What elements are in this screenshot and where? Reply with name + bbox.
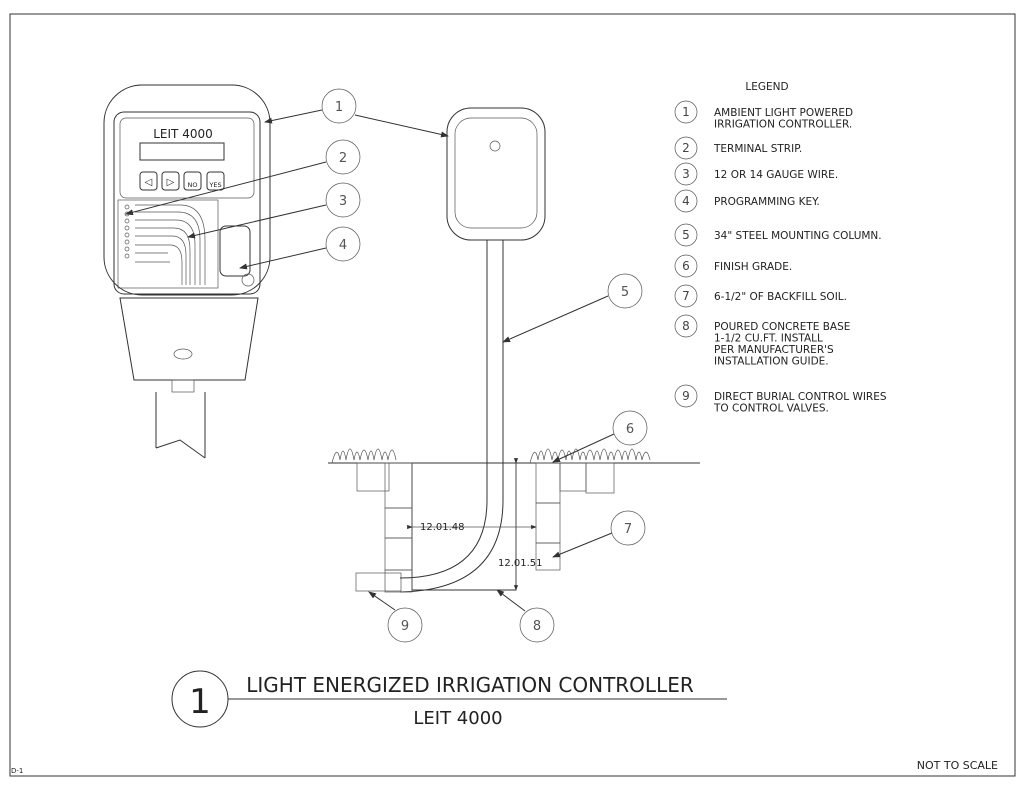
- legend-number: 7: [682, 289, 690, 303]
- legend-number: 5: [682, 228, 690, 242]
- callout-8: 8: [519, 607, 555, 643]
- legend-number: 2: [682, 141, 690, 155]
- no-button: NO: [188, 181, 198, 189]
- callouts: 1 2 3 4 5 6 7 8 9: [125, 88, 648, 643]
- terminal-area: [117, 199, 219, 289]
- legend-text: TERMINAL STRIP.: [713, 143, 802, 155]
- legend-text: 6-1/2" OF BACKFILL SOIL.: [714, 291, 847, 303]
- legend-item: 2 TERMINAL STRIP.: [674, 136, 802, 160]
- legend-text: PROGRAMMING KEY.: [714, 196, 820, 208]
- grass: [331, 448, 651, 464]
- legend-number: 6: [682, 259, 690, 273]
- legend-number-circle: [674, 162, 698, 186]
- legend-text: AMBIENT LIGHT POWERED: [714, 107, 853, 119]
- legend-text: POURED CONCRETE BASE: [714, 321, 850, 333]
- legend-item: 3 12 OR 14 GAUGE WIRE.: [674, 162, 838, 186]
- callout-1: 1: [321, 88, 357, 124]
- legend-number-circle: [674, 100, 698, 124]
- legend-title: LEGEND: [745, 81, 788, 93]
- mounting-column: [486, 240, 504, 463]
- detail-number: 1: [189, 682, 211, 722]
- dimension-width: 12.01.48: [420, 522, 465, 533]
- legend-number-circle: [674, 189, 698, 213]
- title-block: 1 LIGHT ENERGIZED IRRIGATION CONTROLLER …: [171, 670, 727, 729]
- legend-text: PER MANUFACTURER'S: [714, 344, 834, 356]
- legend-number: 8: [682, 319, 690, 333]
- legend-text: TO CONTROL VALVES.: [713, 403, 829, 415]
- svg-text:5: 5: [621, 285, 629, 300]
- drawing-title: LIGHT ENERGIZED IRRIGATION CONTROLLER: [246, 673, 694, 697]
- legend-item: 5 34" STEEL MOUNTING COLUMN.: [674, 223, 882, 247]
- legend-number: 1: [682, 105, 690, 119]
- legend-text: IRRIGATION CONTROLLER.: [714, 119, 852, 131]
- legend-number: 4: [682, 194, 690, 208]
- legend-number-circle: [674, 223, 698, 247]
- controller-display: [139, 142, 225, 161]
- controller-buttons: ◁ ▷ NO YES: [139, 171, 225, 191]
- controller-brand-label: LEIT 4000: [153, 127, 213, 141]
- callout-2: 2: [325, 139, 361, 175]
- svg-text:9: 9: [401, 619, 409, 634]
- legend-text: 1-1/2 CU.FT. INSTALL: [714, 333, 823, 345]
- legend-number-circle: [674, 314, 698, 338]
- controller-front-view: LEIT 4000 ◁ ▷ NO YES: [103, 84, 271, 459]
- controller-post: [155, 392, 206, 459]
- left-arrow-button: ◁: [145, 177, 153, 188]
- callout-5: 5: [607, 273, 643, 309]
- legend-item: 4 PROGRAMMING KEY.: [674, 189, 820, 213]
- control-wires: [355, 572, 402, 592]
- svg-text:4: 4: [339, 238, 347, 253]
- callout-6: 6: [612, 410, 648, 446]
- callout-9: 9: [387, 607, 423, 643]
- legend-text: DIRECT BURIAL CONTROL WIRES: [714, 391, 887, 403]
- legend-number: 9: [682, 389, 690, 403]
- legend-text: INSTALLATION GUIDE.: [714, 356, 829, 368]
- callout-4: 4: [325, 226, 361, 262]
- drawing-subtitle: LEIT 4000: [413, 708, 502, 729]
- legend: LEGEND 1 AMBIENT LIGHT POWEREDIRRIGATION …: [674, 81, 887, 415]
- legend-number-circle: [674, 384, 698, 408]
- legend-number: 3: [682, 167, 690, 181]
- svg-text:6: 6: [626, 422, 634, 437]
- dimension-depth: 12.01.51: [498, 558, 543, 569]
- svg-text:1: 1: [335, 100, 343, 115]
- sheet-id: D-1: [11, 767, 23, 775]
- legend-number-circle: [674, 284, 698, 308]
- callout-7: 7: [610, 510, 646, 546]
- legend-item: 6 FINISH GRADE.: [674, 254, 792, 278]
- svg-text:7: 7: [624, 522, 632, 537]
- svg-text:2: 2: [339, 151, 347, 166]
- svg-text:3: 3: [339, 194, 347, 209]
- yes-button: YES: [208, 181, 221, 189]
- wires: [135, 204, 206, 285]
- legend-text: 34" STEEL MOUNTING COLUMN.: [714, 230, 882, 242]
- legend-number-circle: [674, 136, 698, 160]
- sheet-border: [9, 13, 1016, 777]
- controller-cover: [119, 297, 259, 381]
- callout-3: 3: [325, 182, 361, 218]
- scale-note: NOT TO SCALE: [917, 759, 998, 772]
- programming-key: [241, 273, 255, 287]
- legend-text: 12 OR 14 GAUGE WIRE.: [714, 169, 838, 181]
- legend-text: FINISH GRADE.: [714, 261, 792, 273]
- legend-item: 7 6-1/2" OF BACKFILL SOIL.: [674, 284, 847, 308]
- programming-key-slot: [219, 225, 251, 277]
- right-arrow-button: ▷: [167, 177, 175, 188]
- installation-side-view: 12.01.48 12.01.51: [328, 107, 700, 593]
- legend-number-circle: [674, 254, 698, 278]
- svg-text:8: 8: [533, 619, 541, 634]
